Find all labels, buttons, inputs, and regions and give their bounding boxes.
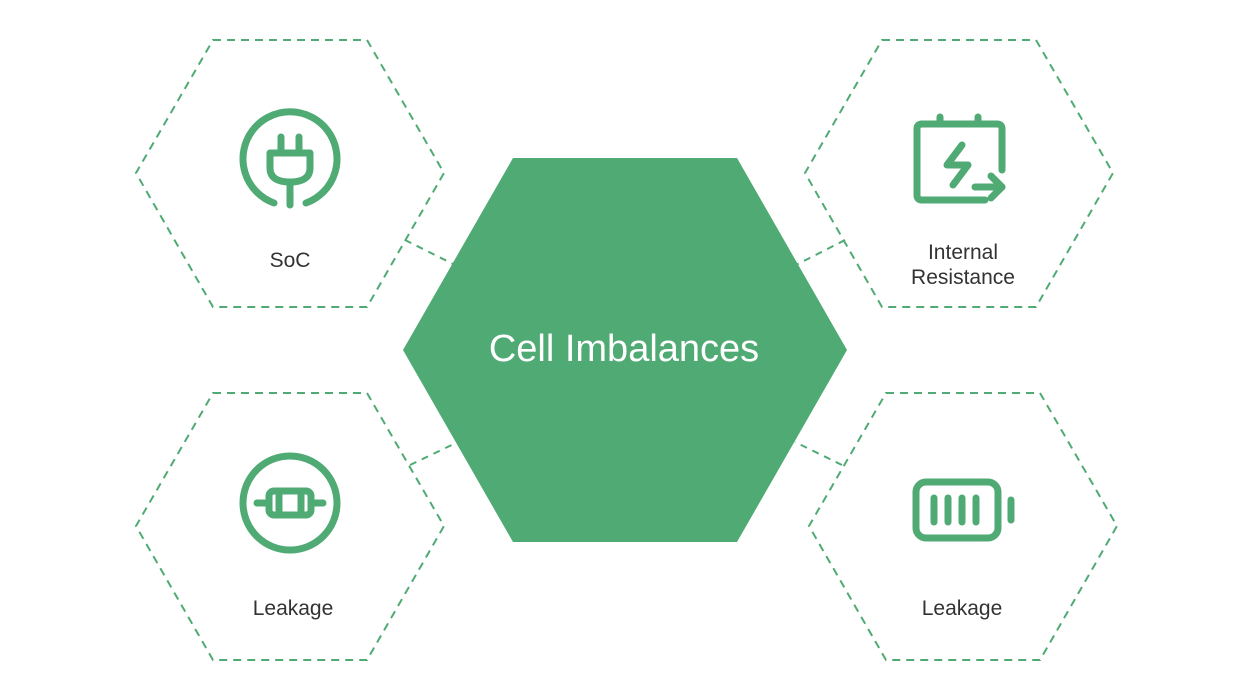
connector-bottom-right xyxy=(794,441,843,466)
battery-level-icon xyxy=(912,478,1015,542)
center-hexagon xyxy=(403,158,847,542)
hexagon-bottom-right xyxy=(807,392,1119,661)
hexagon-top-left xyxy=(134,39,446,308)
connector-top-left xyxy=(404,239,456,266)
battery-charging-icon xyxy=(913,113,1006,204)
node-label-leakage-left: Leakage xyxy=(252,597,334,620)
center-title: Cell Imbalances xyxy=(488,328,760,370)
node-label-leakage-right: Leakage xyxy=(921,597,1003,620)
node-label-internal-resistance: Internal Resistance xyxy=(911,241,1015,289)
connector-top-right xyxy=(795,239,846,266)
connector-bottom-left xyxy=(409,441,459,466)
hexagon-bottom-left xyxy=(134,392,446,661)
hexagon-top-right xyxy=(803,39,1115,308)
node-label-soc: SoC xyxy=(269,249,311,272)
resistor-icon xyxy=(239,452,341,554)
plug-icon xyxy=(239,108,341,209)
